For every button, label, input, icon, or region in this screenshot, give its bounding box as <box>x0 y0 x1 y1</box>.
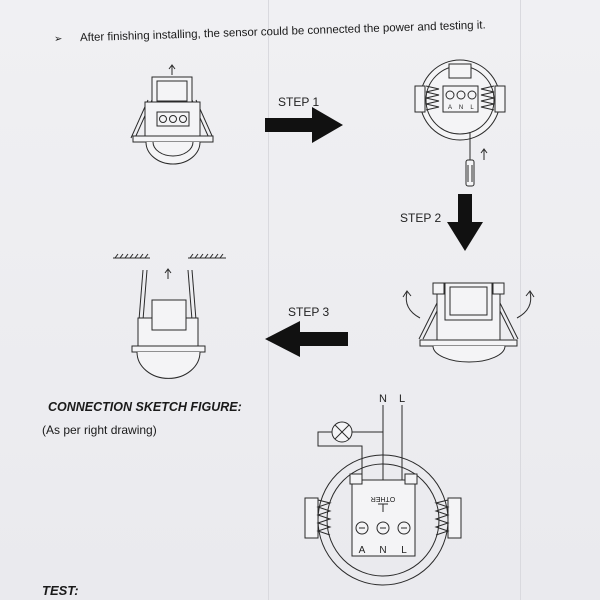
wiring-terminal-label-l: L <box>401 545 407 556</box>
connection-heading: CONNECTION SKETCH FIGURE: <box>48 400 242 414</box>
ceiling-line-right <box>188 253 226 259</box>
terminal-label-a: A <box>448 105 452 111</box>
terminal-tab <box>404 473 418 485</box>
sensor-housing <box>137 317 199 347</box>
sensor-flange <box>131 345 206 353</box>
terminal-screw <box>456 90 466 100</box>
spring-coil-left <box>425 85 440 111</box>
terminal-screw <box>169 115 177 123</box>
sensor-module-pulled-diagram <box>130 64 214 165</box>
side-clip-left <box>304 497 319 539</box>
terminal-label-l: L <box>470 105 474 111</box>
side-clip-right <box>447 497 462 539</box>
up-arrow-icon <box>480 148 488 160</box>
terminal-block <box>156 111 190 127</box>
sensor-ceiling-insert-diagram <box>113 253 226 379</box>
spring-clip-left <box>138 269 148 321</box>
connection-wiring-diagram <box>304 405 462 586</box>
side-clip-left <box>414 85 426 113</box>
lamp-load-wire <box>317 431 363 515</box>
spring-clip-right <box>187 269 197 321</box>
sensor-flange <box>419 339 518 347</box>
up-arrow-icon <box>164 268 172 279</box>
live-label: L <box>399 393 405 405</box>
sensor-springs-open-diagram <box>402 282 535 363</box>
terminal-screw <box>467 90 477 100</box>
wiring-terminal-label-n: N <box>379 545 386 556</box>
lamp-icon <box>331 421 353 443</box>
other-label: OTHER <box>371 495 396 502</box>
terminal-tab <box>349 473 363 485</box>
paper-fold-line <box>520 0 521 600</box>
spring-coil-right <box>434 499 450 536</box>
step1-right-arrow-icon <box>265 107 343 143</box>
sensor-top-notch <box>448 63 472 79</box>
side-tab-right <box>492 282 505 295</box>
spring-coil-right <box>480 85 495 111</box>
ceiling-line-left <box>113 253 150 259</box>
terminal-screw <box>445 90 455 100</box>
curved-arrow-right-icon <box>516 290 535 319</box>
step2-down-arrow-icon <box>447 194 483 251</box>
sensor-flange <box>132 135 214 143</box>
step3-left-arrow-icon <box>265 321 348 357</box>
paper-fold-line <box>268 0 269 600</box>
ground-symbol-icon <box>378 503 388 512</box>
step1-label: STEP 1 <box>278 95 319 109</box>
connection-note: (As per right drawing) <box>42 423 157 437</box>
wiring-terminal-label-a: A <box>359 545 366 556</box>
up-arrow-icon <box>168 64 176 75</box>
sensor-module-inner <box>449 286 488 316</box>
test-heading: TEST: <box>42 583 79 598</box>
sensor-dome <box>432 345 506 363</box>
screwdriver-icon <box>465 132 475 187</box>
sensor-dome <box>145 141 201 165</box>
terminal-label-n: N <box>459 105 463 111</box>
step3-label: STEP 3 <box>288 305 329 319</box>
side-tab-left <box>432 282 445 295</box>
neutral-label: N <box>379 393 387 405</box>
terminal-block <box>442 85 479 113</box>
sensor-housing <box>144 101 201 137</box>
sensor-module <box>151 299 187 331</box>
terminal-block <box>351 479 416 557</box>
sensor-top-view-diagram <box>414 59 506 141</box>
terminal-screw <box>159 115 167 123</box>
step2-label: STEP 2 <box>400 211 441 225</box>
spring-coil-left <box>316 499 332 536</box>
sensor-dome <box>136 351 201 379</box>
sensor-module <box>444 282 493 321</box>
sensor-dome-lens <box>152 141 194 157</box>
curved-arrow-left-icon <box>402 290 421 319</box>
side-clip-right <box>494 85 506 113</box>
terminal-screw <box>179 115 187 123</box>
sensor-module-inner <box>156 80 188 102</box>
